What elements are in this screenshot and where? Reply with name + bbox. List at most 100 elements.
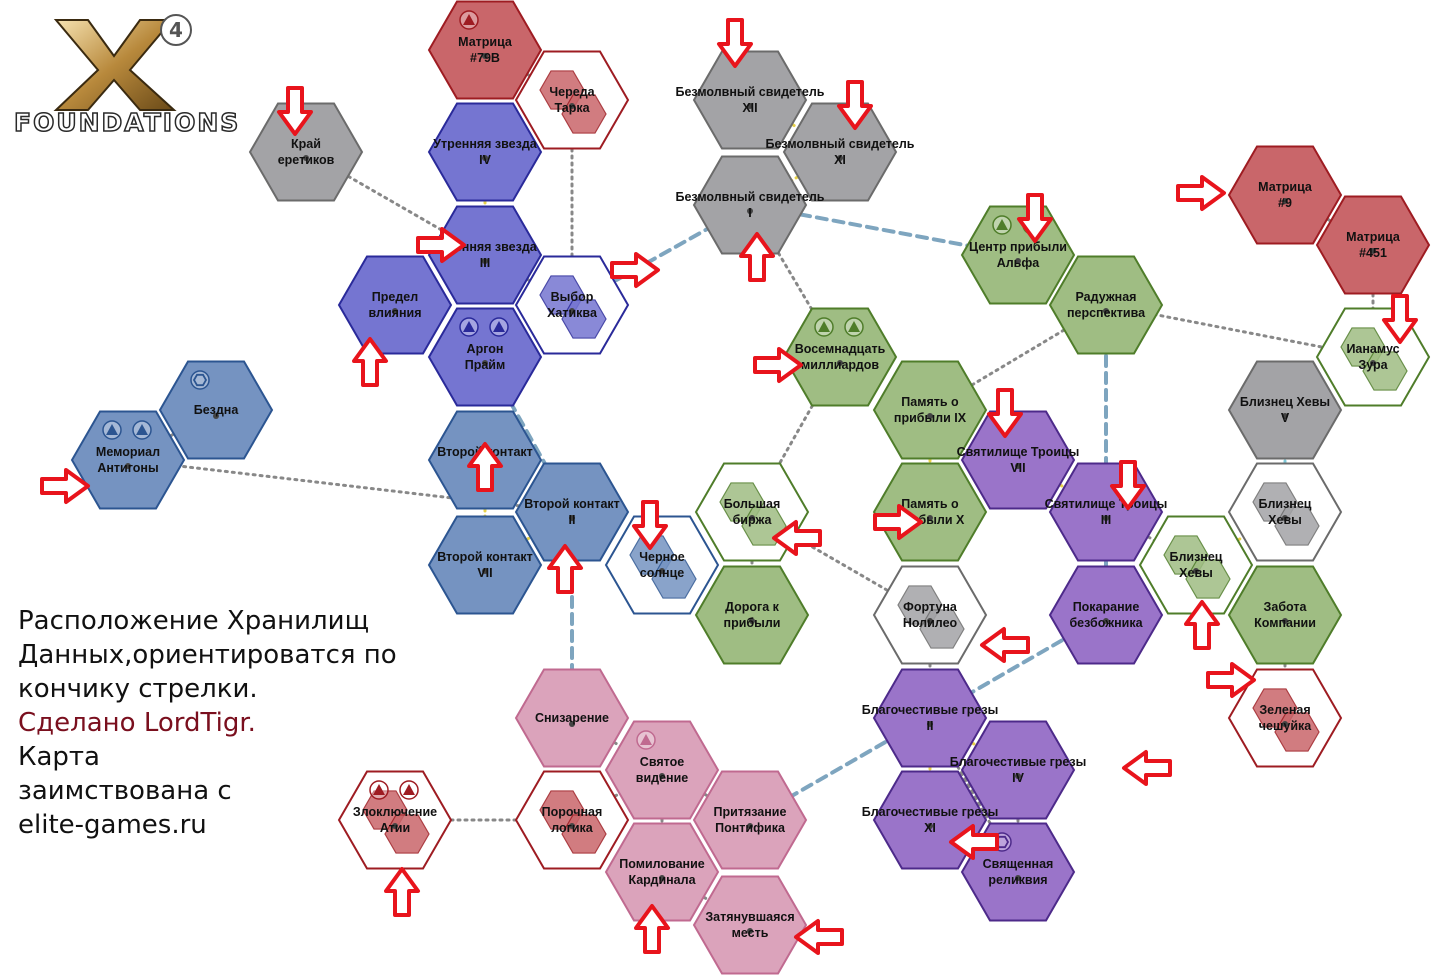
sector-core-dot — [1103, 618, 1109, 624]
sector-core-dot — [482, 258, 488, 264]
sector-hex — [337, 255, 453, 355]
logo-emblem-icon: 4 — [53, 14, 192, 111]
sector-core-dot — [1103, 515, 1109, 521]
sector-core-dot — [927, 515, 933, 521]
sector-core-dot — [482, 360, 488, 366]
sector-matrix451[interactable]: Матрица#451 — [1315, 195, 1431, 295]
sector-core-dot — [125, 463, 131, 469]
sector-hex — [1227, 145, 1343, 245]
sector-core-dot — [392, 823, 398, 829]
sector-hex — [427, 205, 543, 305]
station-triangle-icon — [102, 420, 122, 440]
sector-core-dot — [1015, 773, 1021, 779]
sector-core-dot — [837, 360, 843, 366]
sector-core-dot — [927, 721, 933, 727]
station-triangle-icon — [636, 730, 656, 750]
station-triangle-icon — [399, 780, 419, 800]
sector-core-dot — [659, 875, 665, 881]
sector-snizar[interactable]: Снизарение — [514, 668, 630, 768]
sector-hex — [960, 720, 1076, 820]
sector-hex — [694, 565, 810, 665]
sector-hex — [872, 360, 988, 460]
station-triangle-icon — [844, 317, 864, 337]
sector-matrix79b[interactable]: Матрица#79B — [427, 0, 543, 100]
sector-core-dot — [1193, 568, 1199, 574]
sector-name: Матрица#451 — [1346, 230, 1401, 260]
sector-matrix9[interactable]: Матрица#9 — [1227, 145, 1343, 245]
sector-core-dot — [1282, 618, 1288, 624]
sector-core-dot — [1015, 258, 1021, 264]
sector-name: Матрица#79B — [458, 35, 513, 65]
sector-core-dot — [747, 823, 753, 829]
sector-bezdna[interactable]: Бездна — [158, 360, 274, 460]
sector-hex — [960, 205, 1076, 305]
note-line-5: Карта — [18, 742, 100, 772]
legend-note: Расположение Хранилищ Данных,ориентирова… — [18, 604, 438, 842]
sector-hex — [514, 668, 630, 768]
vault-pointer-arrow-icon — [1122, 750, 1172, 786]
sector-core-dot — [659, 773, 665, 779]
station-triangle-icon — [814, 317, 834, 337]
sector-hex — [427, 515, 543, 615]
sector-hex — [1227, 360, 1343, 460]
sector-core-dot — [569, 515, 575, 521]
sector-core-dot — [1103, 308, 1109, 314]
sector-name: Бездна — [194, 403, 240, 417]
